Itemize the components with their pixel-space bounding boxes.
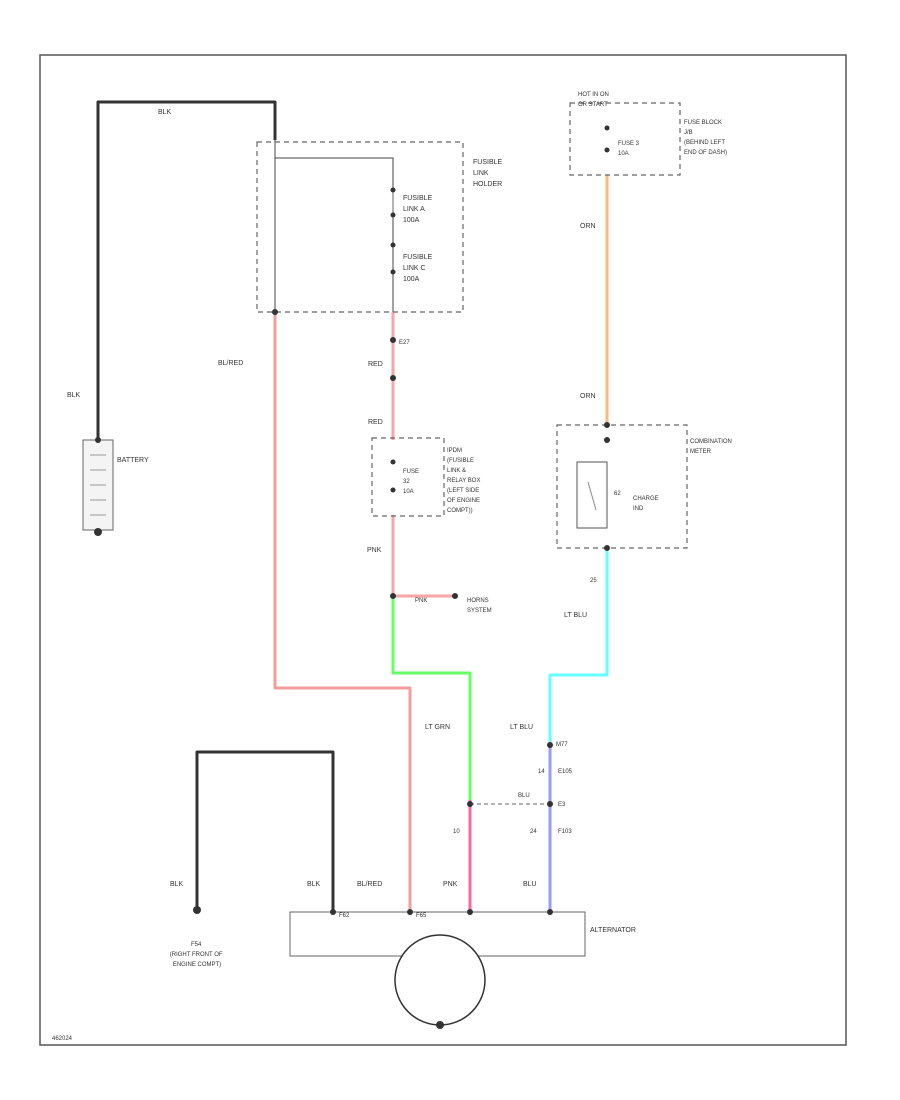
- label-battery: BATTERY: [117, 457, 149, 464]
- label-m77: M77: [556, 742, 568, 748]
- label-pin-25: 25: [590, 578, 597, 584]
- alternator-symbol: [394, 934, 486, 1026]
- label-e27: E27: [399, 340, 410, 346]
- label-horns: HORNS SYSTEM: [467, 598, 492, 614]
- label-pin-62: 62: [614, 491, 621, 497]
- pnk-junction: [390, 593, 396, 599]
- e27-terminal: [390, 337, 396, 343]
- label-ground-f54: F54 (RIGHT FRONT OF ENGINE COMPT): [170, 942, 224, 968]
- label-fuse-32: FUSE 32 10A: [403, 469, 421, 495]
- red-junction: [390, 375, 396, 381]
- label-bl-red-upper: BL/RED: [218, 360, 243, 367]
- meter-terminal-top: [604, 437, 610, 443]
- wire-bl-red-main: [273, 312, 412, 912]
- fuse-3-mark: [604, 125, 610, 153]
- label-e105: E105: [558, 769, 573, 775]
- ipdm-box: [371, 437, 445, 517]
- label-fuse-3: FUSE 3 10A: [618, 141, 641, 157]
- label-f65: F65: [416, 913, 427, 919]
- label-f62: F62: [339, 913, 350, 919]
- e3-terminal: [547, 801, 553, 807]
- label-blk-ground: BLK: [170, 881, 184, 888]
- combination-meter-box: [556, 424, 688, 549]
- label-charge-ind: CHARGE IND: [633, 496, 660, 512]
- orn-terminal: [604, 422, 610, 428]
- label-hot-in-on: HOT IN ON OR START: [578, 92, 611, 108]
- label-pnk-2: PNK: [415, 598, 427, 604]
- label-fusible-link-holder: FUSIBLE LINK HOLDER: [473, 159, 504, 188]
- label-blu-2: BLU: [523, 881, 537, 888]
- label-orn-2: ORN: [580, 393, 596, 400]
- wire-lt-grn: [391, 596, 472, 800]
- wire-blk-battery-positive: [96, 100, 277, 440]
- label-pin-10: 10: [453, 829, 460, 835]
- label-blu-1: BLU: [518, 793, 530, 799]
- label-bl-red-lower: BL/RED: [357, 881, 382, 888]
- label-fuse-block: FUSE BLOCK J/B (BEHIND LEFT END OF DASH): [684, 120, 727, 156]
- battery-symbol: [82, 439, 114, 531]
- label-pnk-1: PNK: [367, 547, 382, 554]
- label-pin-24: 24: [530, 829, 537, 835]
- label-lt-blu-2: LT BLU: [510, 724, 533, 731]
- ground-point: [193, 906, 201, 914]
- battery-negative-terminal: [94, 528, 102, 536]
- alternator-ground: [436, 1021, 444, 1029]
- fusible-link-c-mark: [390, 242, 396, 275]
- charge-ind-element: [576, 461, 608, 529]
- wire-blk-ground: [195, 750, 335, 912]
- wire-lt-blu: [548, 548, 609, 745]
- label-blk-alt: BLK: [307, 881, 321, 888]
- label-fusible-link-c: FUSIBLE LINK C 100A: [403, 254, 434, 283]
- label-red-2: RED: [368, 419, 383, 426]
- charge-ind-lamp: [587, 481, 597, 511]
- label-pin-14: 14: [538, 769, 545, 775]
- horns-terminal: [452, 593, 458, 599]
- label-lt-grn: LT GRN: [425, 724, 450, 731]
- label-e3: E3: [558, 802, 566, 808]
- label-orn-1: ORN: [580, 223, 596, 230]
- alt-terminal-f65: [407, 909, 413, 915]
- fuse-block-box: [569, 102, 681, 176]
- pin-10-terminal: [467, 801, 473, 807]
- frame-id: 462024: [52, 1036, 73, 1042]
- diagram-frame: [39, 54, 847, 1046]
- label-alternator: ALTERNATOR: [590, 927, 636, 934]
- label-red-1: RED: [368, 361, 383, 368]
- label-fusible-link-a: FUSIBLE LINK A 100A: [403, 195, 434, 224]
- meter-terminal-bottom: [604, 545, 610, 551]
- holder-junction: [272, 309, 278, 315]
- alt-terminal-blu: [547, 909, 553, 915]
- holder-bus: [275, 157, 394, 312]
- fuse-32-mark: [390, 459, 396, 493]
- label-pnk-3: PNK: [443, 881, 458, 888]
- alt-terminal-pnk: [467, 909, 473, 915]
- label-ipdm: IPDM (FUSIBLE LINK & RELAY BOX (LEFT SID…: [447, 448, 482, 514]
- label-blk-top: BLK: [158, 109, 172, 116]
- label-blk-left: BLK: [67, 392, 81, 399]
- label-lt-blu-1: LT BLU: [564, 612, 587, 619]
- alternator-body: [289, 911, 586, 957]
- label-combination-meter: COMBINATION METER: [690, 439, 734, 455]
- label-f103: F103: [558, 829, 572, 835]
- alt-terminal-f62: [330, 909, 336, 915]
- battery-positive-terminal: [95, 437, 101, 443]
- fusible-link-a-mark: [390, 187, 396, 218]
- fusible-link-holder-box: [256, 141, 464, 313]
- m77-terminal: [547, 742, 553, 748]
